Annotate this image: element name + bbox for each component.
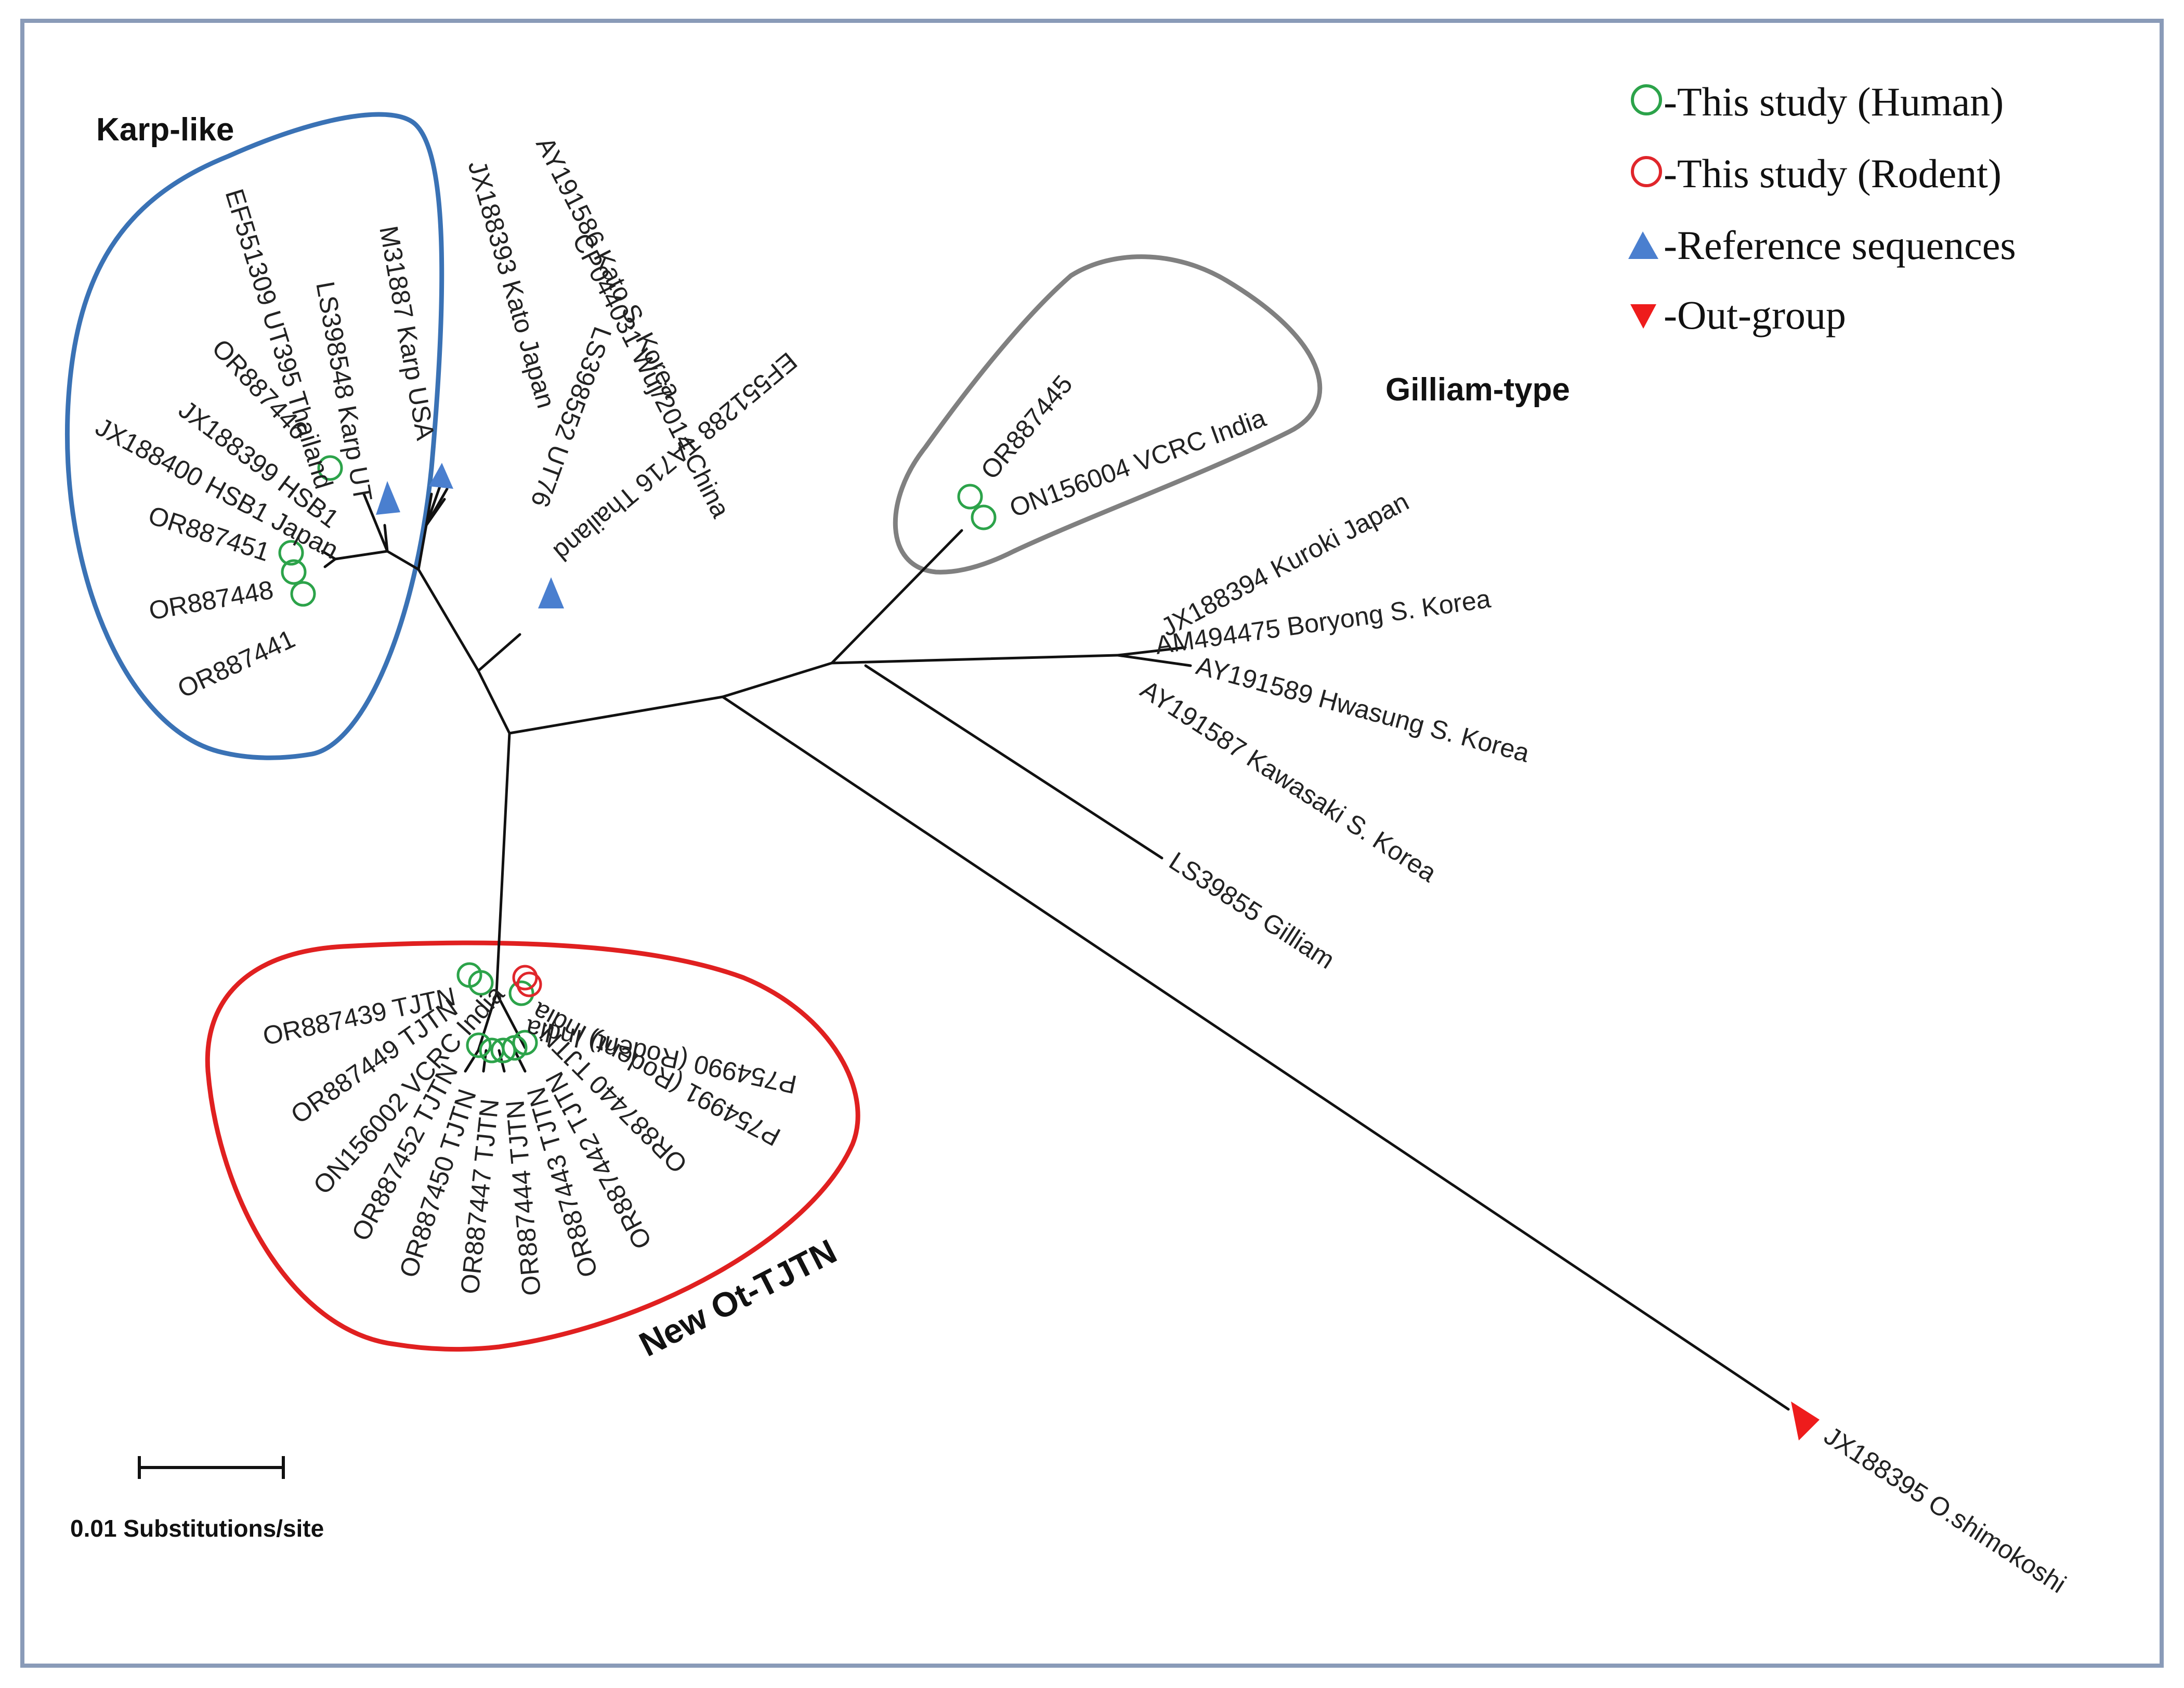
leaf-label: JX188393 Kato Japan — [462, 158, 560, 411]
legend-reference-icon — [1628, 231, 1658, 259]
legend-outgroup-icon — [1630, 304, 1656, 329]
legend-human-icon — [1631, 84, 1662, 115]
marker-OR887441 — [290, 581, 316, 607]
leaf-label: OR887448 — [147, 575, 276, 626]
gilliam-type-clade-label: Gilliam-type — [1385, 372, 1570, 408]
marker-tjtn-6 — [508, 980, 534, 1006]
tree-branches — [321, 482, 1790, 1411]
reference-markers — [376, 463, 564, 608]
tjtn-clade-outline — [205, 940, 860, 1352]
legend: -This study (Human) -This study (Rodent)… — [1628, 79, 2016, 337]
legend-rodent-icon — [1631, 156, 1662, 187]
marker-OR887449 — [468, 970, 494, 996]
figure-frame — [20, 19, 2164, 1668]
marker-P754991 — [516, 971, 542, 997]
legend-rodent-label: -This study (Rodent) — [1664, 151, 2002, 196]
marker-outgroup — [1791, 1401, 1820, 1440]
leaf-label: OR887445 — [975, 370, 1078, 485]
outgroup-leaf-label: JX188395 O.shimokoshi — [1819, 1421, 2071, 1599]
leaf-label: M31887 Karp USA — [374, 224, 440, 443]
marker-ref-ta716 — [538, 577, 564, 608]
marker-OR887445b — [971, 504, 997, 530]
marker-OR887451 — [278, 540, 304, 566]
tjtn-leaf-labels: OR887439 TJTN OR887449 TJTN ON156002 VCR… — [260, 980, 800, 1297]
marker-OR887448 — [281, 559, 307, 585]
human-markers — [278, 455, 997, 1063]
rodent-markers — [512, 965, 542, 997]
scale-bar: 0.01 Substitutions/site — [70, 1456, 324, 1542]
gilliam-leaf-labels: OR887445 ON156004 VCRC India JX188394 Ku… — [975, 370, 1533, 975]
leaf-label: OR887441 — [173, 624, 299, 704]
legend-outgroup-label: -Out-group — [1664, 292, 1846, 337]
marker-OR887445a — [957, 484, 983, 510]
karp-like-clade-outline — [64, 112, 444, 760]
marker-OR887446 — [317, 455, 343, 481]
gilliam-type-clade-outline — [893, 254, 1323, 575]
legend-reference-label: -Reference sequences — [1664, 223, 2016, 268]
marker-ref-kato — [429, 463, 453, 489]
leaf-label: LS39855 Gilliam — [1164, 846, 1340, 975]
marker-P754990 — [512, 965, 538, 991]
marker-tjtn-3 — [490, 1037, 516, 1063]
legend-human-label: -This study (Human) — [1664, 79, 2004, 124]
scale-bar-label: 0.01 Substitutions/site — [70, 1515, 324, 1542]
karp-like-clade-label: Karp-like — [96, 112, 234, 148]
marker-tjtn-1 — [466, 1032, 492, 1058]
marker-tjtn-5 — [512, 1030, 538, 1056]
marker-ref-karp — [376, 481, 400, 515]
